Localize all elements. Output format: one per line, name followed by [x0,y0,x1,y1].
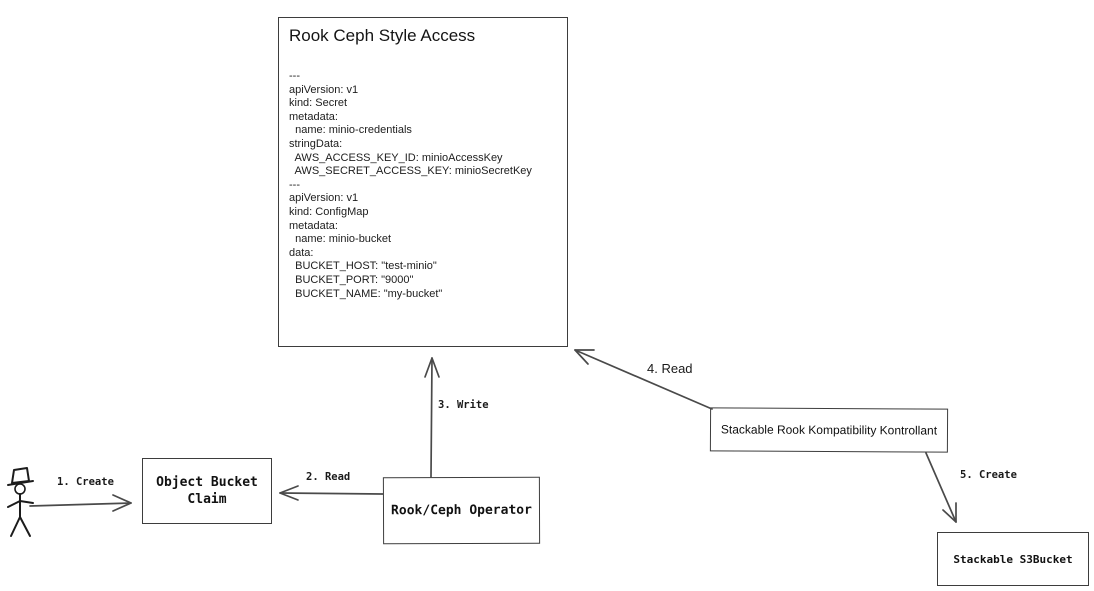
arrow-create-s3bucket [926,453,956,522]
object-bucket-claim-node: Object Bucket Claim [142,458,272,524]
yaml-line: BUCKET_PORT: "9000" [289,273,414,286]
arrow-read-manifests [575,350,712,409]
yaml-line: AWS_ACCESS_KEY_ID: minioAccessKey [289,151,503,164]
rook-ceph-style-access-box: Rook Ceph Style Access --- apiVersion: v… [278,17,568,347]
edge-label-write-manifests: 3. Write [438,399,489,411]
yaml-line: stringData: [289,137,343,150]
edge-label-create-obc: 1. Create [57,476,114,488]
yaml-line: name: minio-credentials [289,124,412,137]
edge-label-read-obc: 2. Read [306,471,351,483]
stackable-rook-kompatibility-kontrollant-node: Stackable Rook Kompatibility Kontrollant [709,407,949,453]
yaml-line: BUCKET_NAME: "my-bucket" [289,287,443,300]
edge-label-create-s3bucket: 5. Create [960,469,1017,481]
rook-box-title: Rook Ceph Style Access [289,26,476,45]
yaml-line: BUCKET_HOST: "test-minio" [289,260,437,273]
arrow-read-obc [280,486,383,500]
rook-ceph-operator-node: Rook/Ceph Operator [382,476,541,545]
yaml-line: --- [289,70,300,82]
arrow-write-manifests [425,358,439,477]
stackable-s3bucket-node: Stackable S3Bucket [937,532,1089,586]
arrow-create-obc [30,495,131,511]
edge-label-read-manifests: 4. Read [647,361,693,376]
yaml-line: data: [289,246,314,259]
yaml-line: metadata: [289,110,338,123]
yaml-line: apiVersion: v1 [289,83,359,96]
yaml-line: kind: ConfigMap [289,205,369,218]
yaml-line: apiVersion: v1 [289,192,359,205]
yaml-line: kind: Secret [289,97,348,110]
user-stick-figure-icon [8,468,33,536]
yaml-line: --- [289,178,300,191]
yaml-manifest-text: --- apiVersion: v1 kind: Secret metadata… [289,70,532,301]
yaml-line: name: minio-bucket [289,233,392,246]
yaml-line: metadata: [289,219,338,232]
yaml-line: AWS_SECRET_ACCESS_KEY: minioSecretKey [289,165,532,178]
